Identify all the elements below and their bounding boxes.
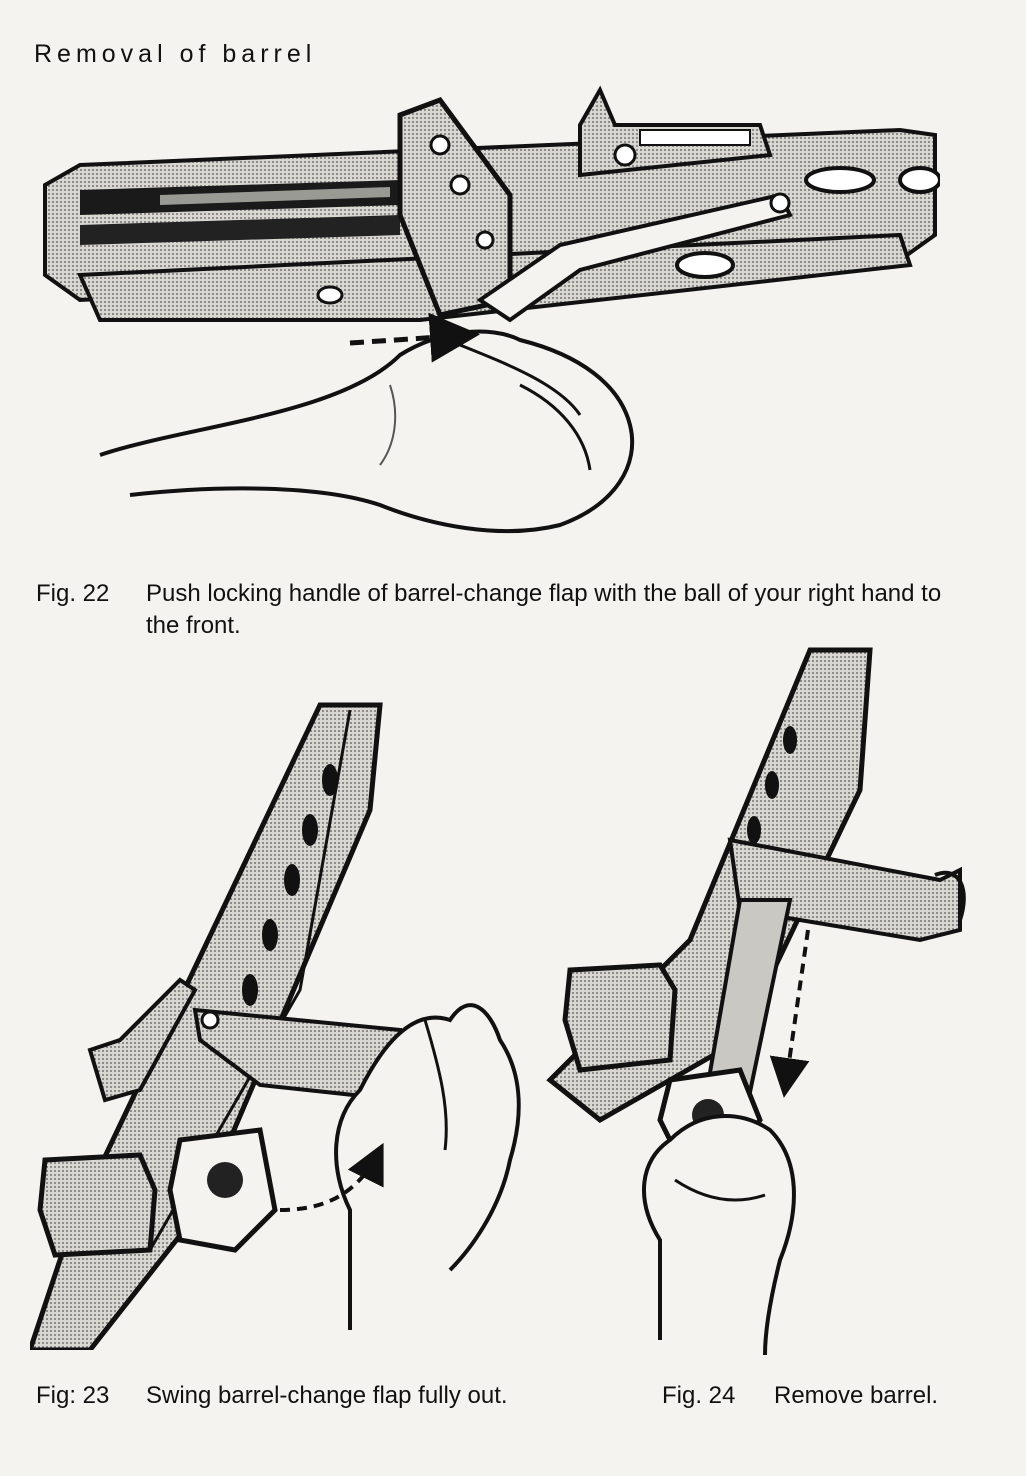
figure-number: Fig. 24 (662, 1382, 736, 1409)
fig22-caption: Fig. 22 Push locking handle of barrel-ch… (36, 578, 986, 648)
fig22-illustration (40, 85, 940, 545)
fig24-caption: Fig. 24 Remove barrel. (662, 1380, 1002, 1416)
caption-text: Swing barrel-change flap fully out. (146, 1382, 508, 1409)
caption-text: Push locking handle of barrel-change fla… (146, 580, 942, 639)
figure-number: Fig: 23 (36, 1382, 110, 1409)
fig23-illustration (30, 690, 550, 1350)
fig23-caption: Fig: 23 Swing barrel-change flap fully o… (36, 1380, 636, 1416)
caption-text: Remove barrel. (774, 1382, 939, 1409)
fig24-illustration (540, 640, 1000, 1360)
figure-number: Fig. 22 (36, 580, 110, 607)
page-title: Removal of barrel (34, 40, 317, 68)
